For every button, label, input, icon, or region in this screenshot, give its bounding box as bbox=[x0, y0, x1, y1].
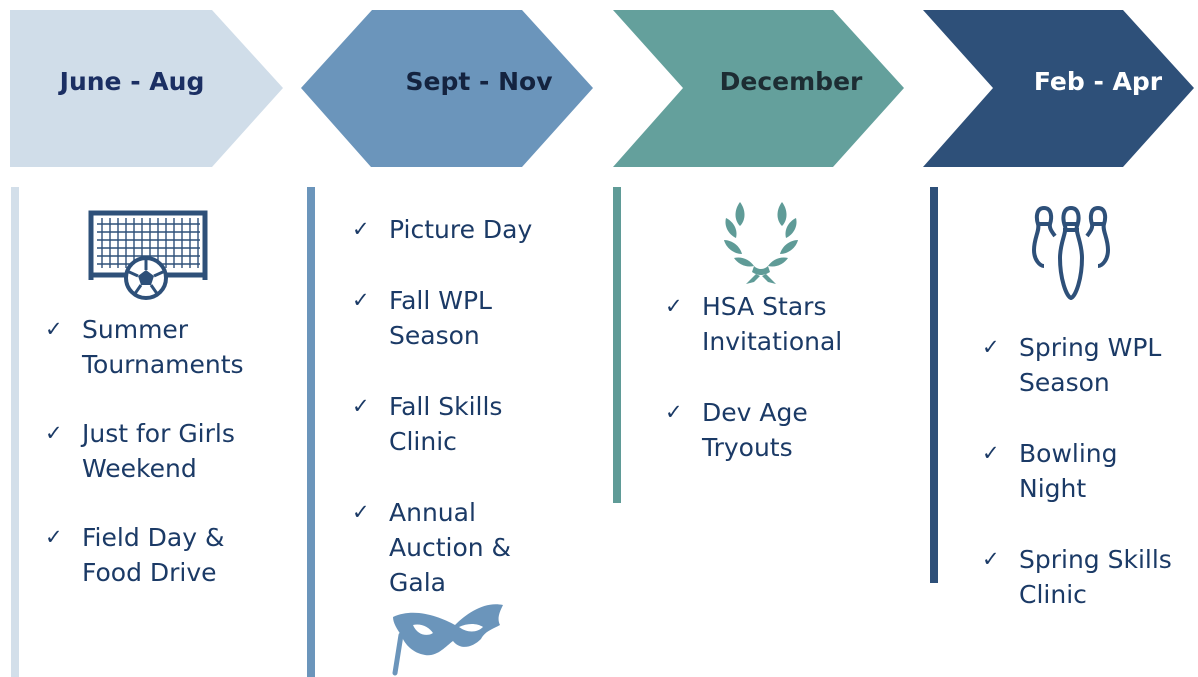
items-feb-apr: ✓ Spring WPL Season ✓ Bowling Night ✓ Sp… bbox=[982, 330, 1196, 612]
chevron-sept-nov bbox=[301, 10, 593, 167]
check-icon: ✓ bbox=[45, 317, 63, 341]
check-icon: ✓ bbox=[352, 394, 370, 418]
chevron-december bbox=[613, 10, 904, 167]
items-june-aug: ✓ Summer Tournaments ✓ Just for Girls We… bbox=[45, 312, 300, 590]
list-item: ✓ Fall Skills Clinic bbox=[352, 389, 582, 459]
phase-label-december: December bbox=[720, 67, 863, 96]
chevron-feb-apr bbox=[923, 10, 1194, 167]
list-item: ✓ Bowling Night bbox=[982, 436, 1196, 506]
check-icon: ✓ bbox=[45, 421, 63, 445]
item-text: Picture Day bbox=[389, 215, 533, 244]
item-text: Dev Age Tryouts bbox=[702, 398, 808, 462]
list-item: ✓ Summer Tournaments bbox=[45, 312, 300, 382]
item-text: HSA Stars Invitational bbox=[702, 292, 843, 356]
item-text: Bowling Night bbox=[1019, 439, 1118, 503]
chevron-june-aug bbox=[10, 10, 283, 167]
phase-label-feb-apr: Feb - Apr bbox=[1034, 67, 1163, 96]
column-bar-feb-apr bbox=[930, 187, 938, 583]
list-item: ✓ Spring WPL Season bbox=[982, 330, 1196, 400]
list-item: ✓ Annual Auction & Gala bbox=[352, 495, 582, 600]
check-icon: ✓ bbox=[665, 294, 683, 318]
list-item: ✓ Field Day & Food Drive bbox=[45, 520, 300, 590]
item-text: Fall WPL Season bbox=[389, 286, 492, 350]
soccer-goal-icon bbox=[88, 210, 208, 300]
timeline-header: June - Aug Sept - Nov December Feb - Apr bbox=[10, 10, 1194, 167]
check-icon: ✓ bbox=[45, 525, 63, 549]
list-item: ✓ HSA Stars Invitational bbox=[665, 289, 895, 359]
list-item: ✓ Dev Age Tryouts bbox=[665, 395, 895, 465]
item-text: Spring Skills Clinic bbox=[1019, 545, 1172, 609]
list-item: ✓ Fall WPL Season bbox=[352, 283, 582, 353]
bowling-pins-icon bbox=[1032, 206, 1110, 300]
phase-label-sept-nov: Sept - Nov bbox=[406, 67, 553, 96]
item-text: Just for Girls Weekend bbox=[82, 419, 235, 483]
check-icon: ✓ bbox=[352, 500, 370, 524]
item-text: Fall Skills Clinic bbox=[389, 392, 503, 456]
column-bar-june-aug bbox=[11, 187, 19, 677]
mask-icon bbox=[392, 604, 503, 676]
check-icon: ✓ bbox=[352, 217, 370, 241]
phase-label-june-aug: June - Aug bbox=[58, 67, 205, 96]
column-bar-december bbox=[613, 187, 621, 503]
items-sept-nov: ✓ Picture Day ✓ Fall WPL Season ✓ Fall S… bbox=[352, 212, 582, 600]
check-icon: ✓ bbox=[982, 441, 1000, 465]
item-text: Spring WPL Season bbox=[1019, 333, 1162, 397]
check-icon: ✓ bbox=[665, 400, 683, 424]
check-icon: ✓ bbox=[982, 547, 1000, 571]
column-bar-sept-nov bbox=[307, 187, 315, 677]
check-icon: ✓ bbox=[352, 288, 370, 312]
check-icon: ✓ bbox=[982, 335, 1000, 359]
item-text: Field Day & Food Drive bbox=[82, 523, 225, 587]
laurel-wreath-icon bbox=[724, 202, 798, 284]
item-text: Summer Tournaments bbox=[82, 315, 244, 379]
items-december: ✓ HSA Stars Invitational ✓ Dev Age Tryou… bbox=[665, 289, 895, 465]
item-text: Annual Auction & Gala bbox=[389, 498, 512, 597]
list-item: ✓ Spring Skills Clinic bbox=[982, 542, 1196, 612]
list-item: ✓ Just for Girls Weekend bbox=[45, 416, 300, 486]
list-item: ✓ Picture Day bbox=[352, 212, 582, 247]
